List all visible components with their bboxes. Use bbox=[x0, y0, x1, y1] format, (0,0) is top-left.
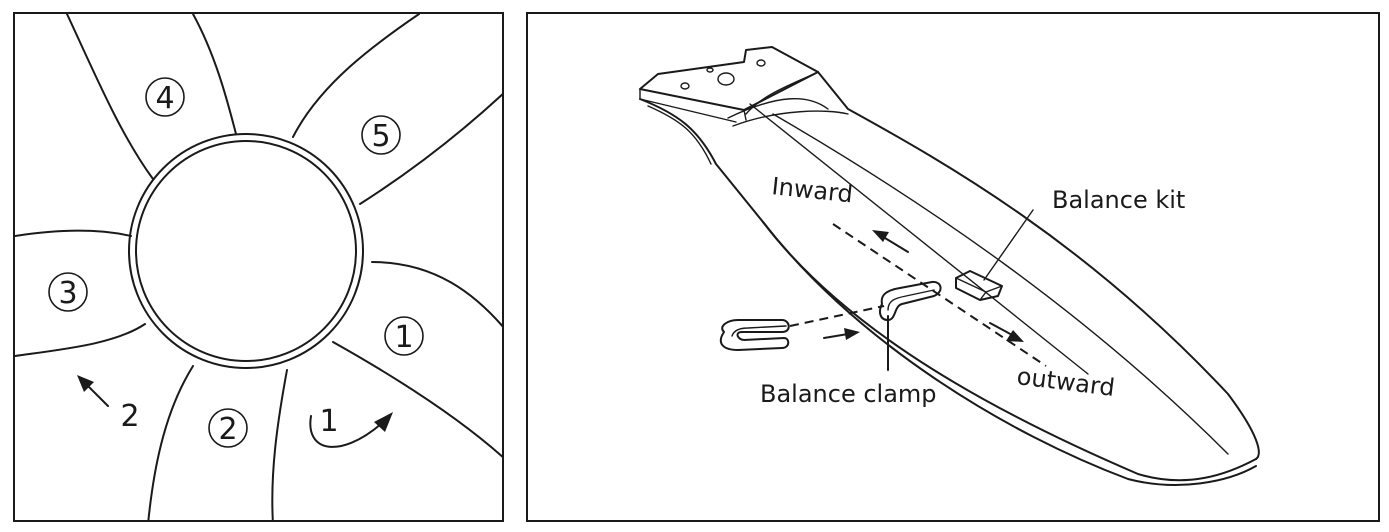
hub-outer-ring bbox=[128, 133, 364, 369]
blade-outline bbox=[359, 93, 502, 205]
fan-blade bbox=[639, 71, 1260, 486]
outward-label: outward bbox=[1015, 362, 1116, 402]
inward-arrow bbox=[872, 230, 909, 253]
blade-balancing-diagram: Inward outward Balance kit Balance clamp bbox=[639, 46, 1260, 486]
blade-outline bbox=[15, 229, 132, 237]
balance-kit-label: Balance kit bbox=[1052, 186, 1185, 214]
outward-arrow bbox=[989, 322, 1024, 342]
blade-outline bbox=[192, 14, 237, 135]
blade-outline bbox=[371, 261, 502, 328]
slide-direction-line bbox=[832, 223, 1047, 367]
blade-outline bbox=[147, 365, 194, 520]
svg-text:4: 4 bbox=[155, 81, 174, 116]
blade-outline bbox=[15, 323, 146, 357]
blade-outline bbox=[271, 369, 288, 520]
svg-text:3: 3 bbox=[58, 276, 77, 311]
blade-number-3: 3 bbox=[48, 272, 88, 312]
blade-number-4: 4 bbox=[145, 77, 185, 117]
balance-clamp-mounted-icon bbox=[879, 280, 942, 321]
blade-outline bbox=[66, 14, 154, 180]
blade-balancing-diagram-panel: Inward outward Balance kit Balance clamp bbox=[526, 12, 1380, 522]
clamp-insert-arrow bbox=[823, 328, 860, 340]
svg-text:5: 5 bbox=[371, 119, 390, 154]
balance-clamp-label: Balance clamp bbox=[760, 380, 937, 408]
step-1-curved-arrow bbox=[309, 412, 393, 448]
svg-text:1: 1 bbox=[394, 320, 413, 355]
fan-blades-diagram-panel: 4 5 3 1 2 2 1 bbox=[13, 12, 504, 522]
clamp-insert-line bbox=[789, 305, 885, 327]
blade-outline bbox=[332, 341, 502, 458]
blade-number-1: 1 bbox=[384, 316, 424, 356]
blade-number-2: 2 bbox=[208, 408, 248, 448]
blade-outline bbox=[292, 14, 420, 138]
step-2-arrow bbox=[77, 375, 109, 407]
fan-blades-diagram: 4 5 3 1 2 2 1 bbox=[15, 14, 502, 520]
step-1-label: 1 bbox=[319, 404, 338, 439]
balance-kit-icon bbox=[955, 270, 1003, 301]
balance-kit-leader-line bbox=[983, 209, 1034, 281]
balance-clamp-loose-icon bbox=[719, 319, 790, 351]
blade-number-5: 5 bbox=[361, 115, 401, 155]
svg-text:2: 2 bbox=[218, 412, 237, 447]
step-2-label: 2 bbox=[120, 399, 139, 434]
hub-inner-ring bbox=[135, 140, 357, 362]
